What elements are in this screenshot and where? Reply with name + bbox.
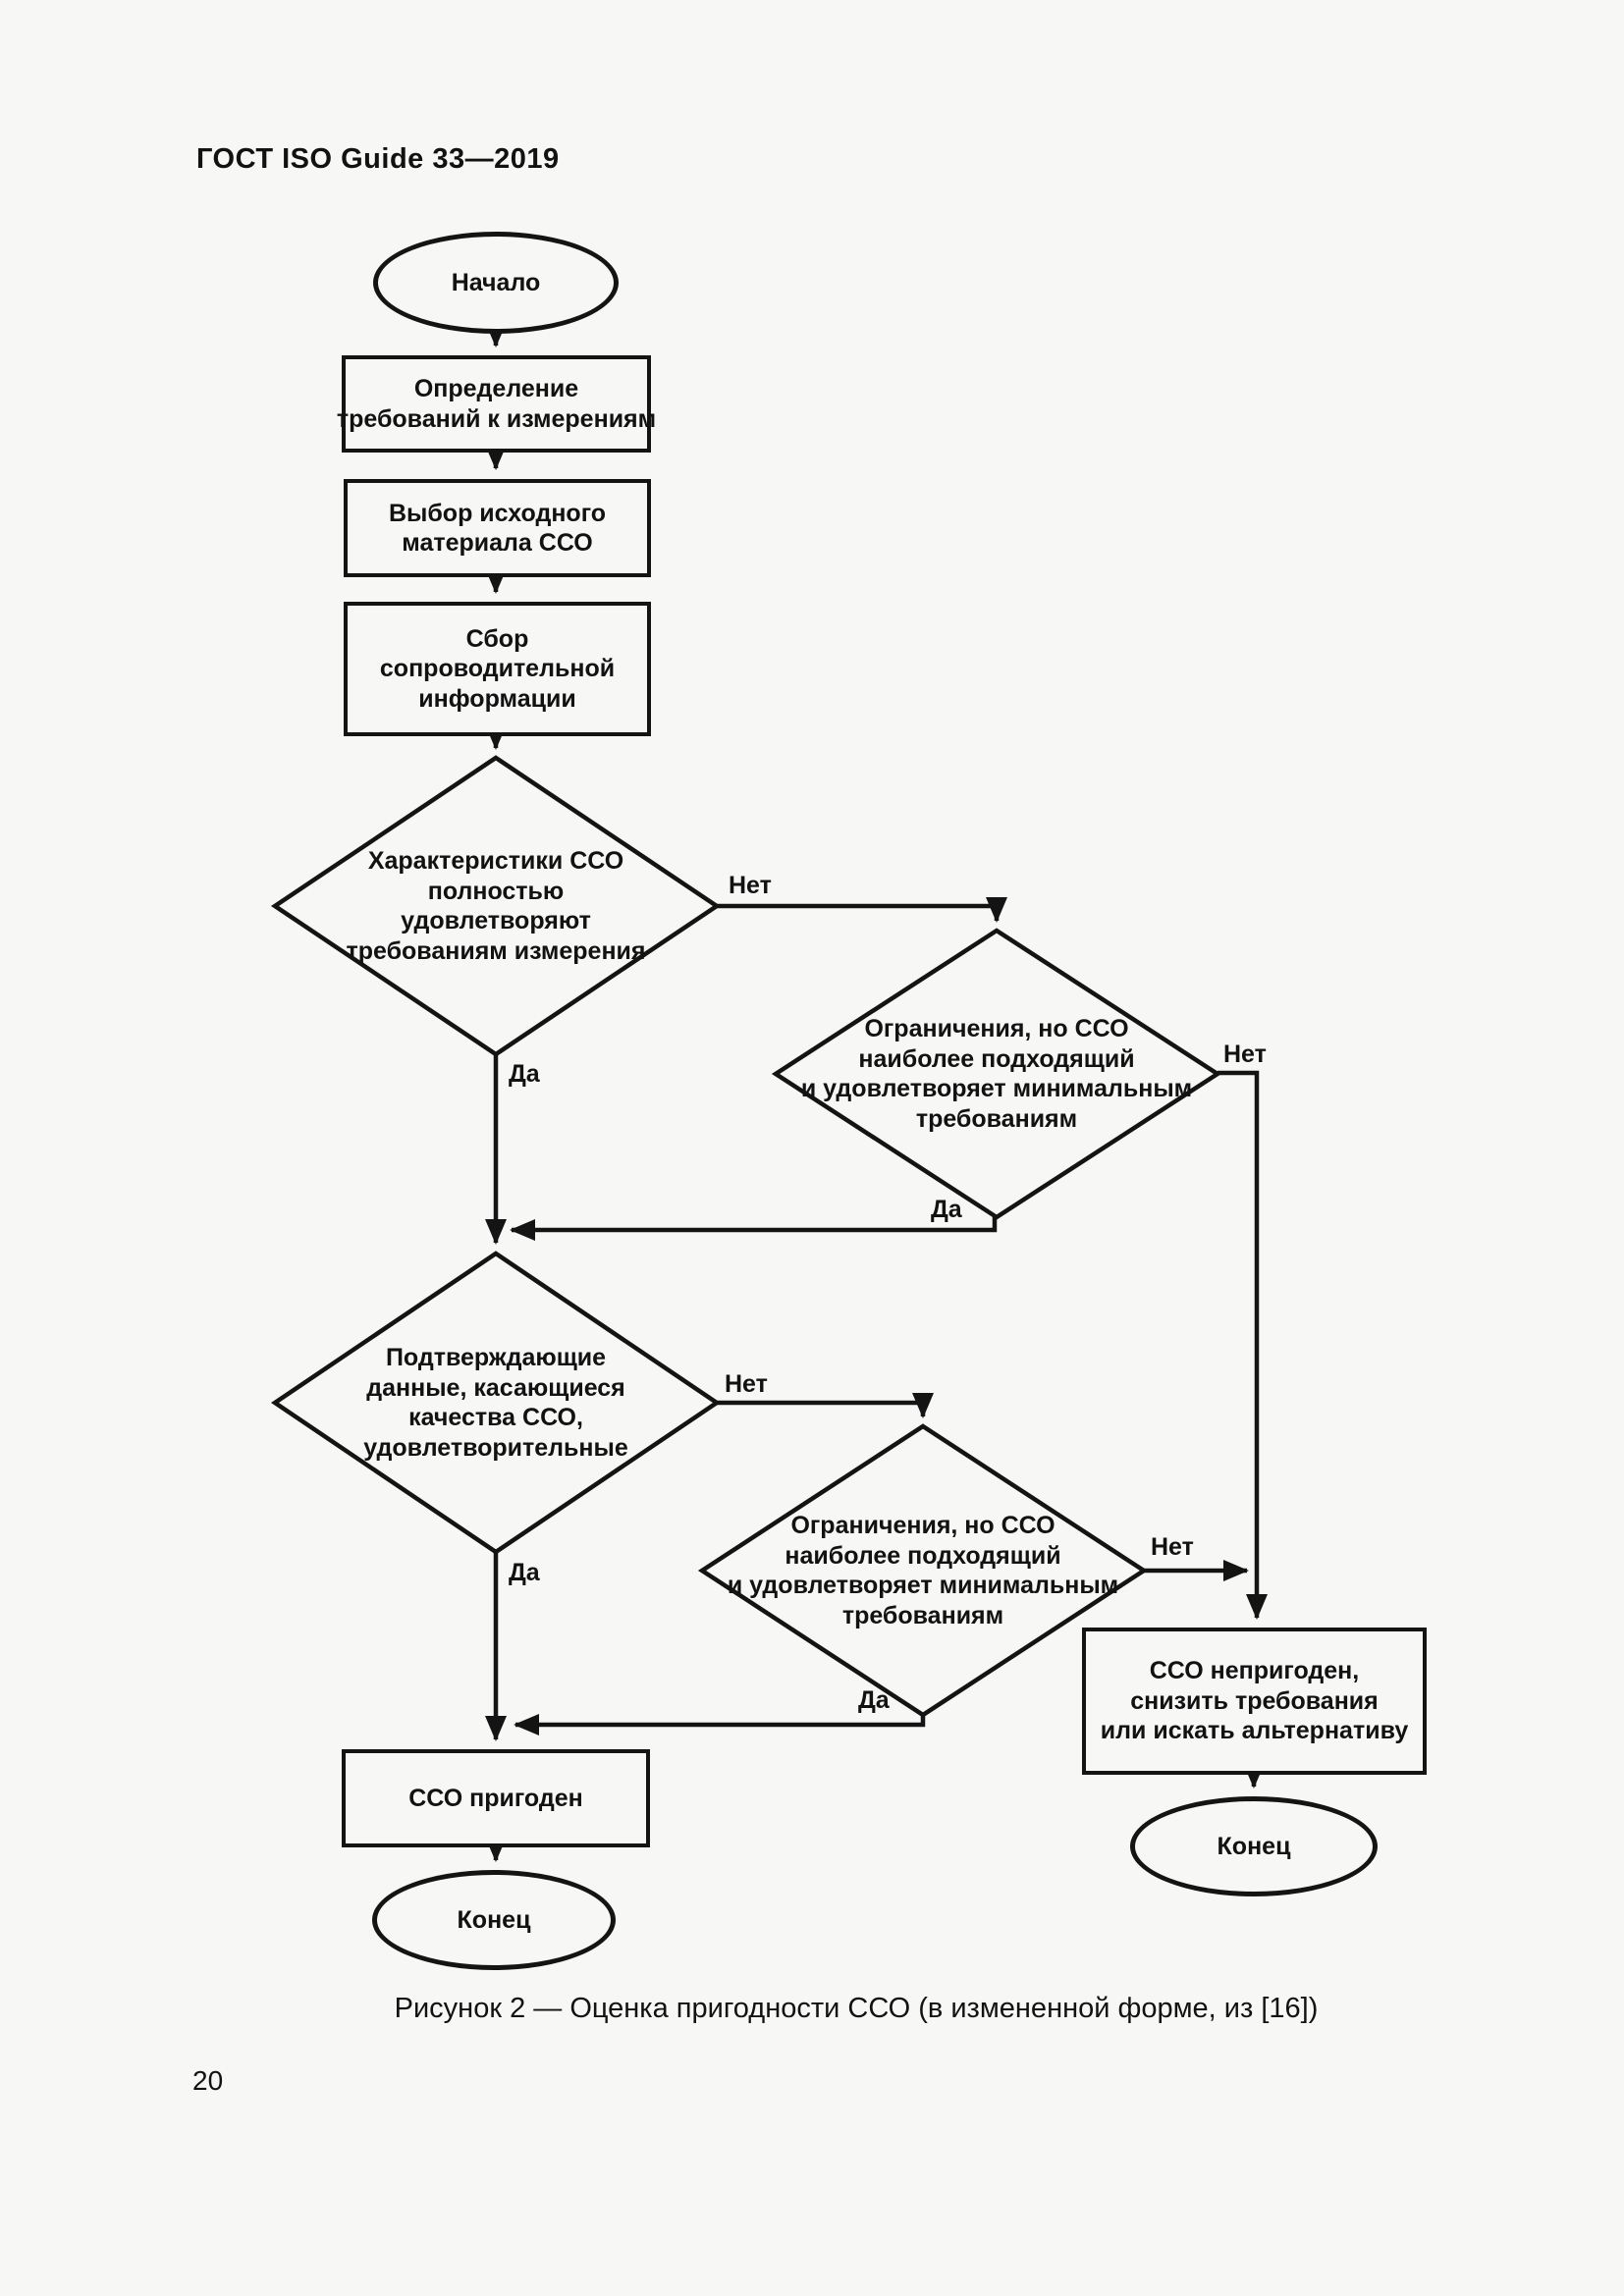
decision-confirming-data-label: Подтверждающие данные, касающиеся качест… bbox=[363, 1344, 628, 1462]
edge-decision1-no bbox=[717, 897, 1007, 923]
end-terminal-left: Конец bbox=[372, 1870, 616, 1970]
decision-diamond-characteristics bbox=[270, 755, 722, 1057]
decision-diamond-limitations-2 bbox=[697, 1423, 1149, 1718]
result-suitable-label: ССО пригоден bbox=[408, 1784, 583, 1812]
end-terminal-right: Конец bbox=[1130, 1796, 1378, 1896]
decision-limitations-2-label: Ограничения, но ССО наиболее подходящий … bbox=[727, 1512, 1119, 1629]
edge-limitations1-yes bbox=[510, 1217, 998, 1241]
edge-label-no-3: Нет bbox=[725, 1370, 768, 1398]
process-collect-label: Сбор сопроводительной информации bbox=[379, 624, 616, 713]
edge-label-no-4: Нет bbox=[1151, 1533, 1194, 1561]
process-box-define-requirements: Определение требований к измерениям bbox=[337, 355, 656, 453]
edge-label-yes-3: Да bbox=[509, 1559, 540, 1586]
document-header: ГОСТ ISO Guide 33—2019 bbox=[196, 143, 560, 175]
process-define-label: Определение требований к измерениям bbox=[336, 375, 657, 433]
edge-label-no-2: Нет bbox=[1223, 1041, 1267, 1068]
process-select-label: Выбор исходного материала ССО bbox=[388, 499, 607, 558]
result-box-suitable: ССО пригоден bbox=[342, 1749, 650, 1847]
figure-caption: Рисунок 2 — Оценка пригодности ССО (в из… bbox=[394, 1993, 1319, 2024]
edge-limitations1-no bbox=[1218, 1070, 1268, 1620]
edge-decision2-no bbox=[717, 1393, 934, 1418]
end-right-label: Конец bbox=[1217, 1832, 1291, 1860]
result-box-unsuitable: ССО непригоден, снизить требования или и… bbox=[1082, 1628, 1427, 1775]
end-left-label: Конец bbox=[457, 1905, 531, 1934]
edge-limitations2-yes bbox=[514, 1714, 926, 1735]
decision-limitations-1-label: Ограничения, но ССО наиболее подходящий … bbox=[800, 1015, 1193, 1133]
result-unsuitable-label: ССО непригоден, снизить требования или и… bbox=[1100, 1657, 1409, 1745]
edge-label-yes-1: Да bbox=[509, 1060, 540, 1088]
edge-label-yes-4: Да bbox=[858, 1686, 890, 1714]
page-number: 20 bbox=[192, 2065, 224, 2096]
decision-diamond-confirming-data bbox=[270, 1251, 722, 1555]
decision-diamond-limitations-1 bbox=[771, 928, 1222, 1220]
start-terminal: Начало bbox=[373, 232, 619, 334]
start-terminal-label: Начало bbox=[451, 268, 541, 296]
edge-label-no-1: Нет bbox=[729, 872, 772, 899]
process-box-collect-information: Сбор сопроводительной информации bbox=[344, 602, 651, 736]
process-box-select-material: Выбор исходного материала ССО bbox=[344, 479, 651, 577]
decision-characteristics-label: Характеристики ССО полностью удовлетворя… bbox=[346, 847, 646, 965]
edge-label-yes-2: Да bbox=[931, 1196, 962, 1223]
